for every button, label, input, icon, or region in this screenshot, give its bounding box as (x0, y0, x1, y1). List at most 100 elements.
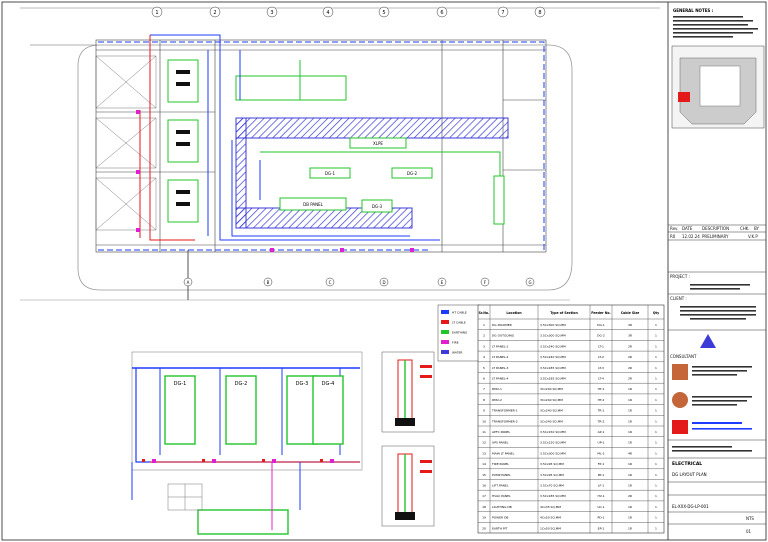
drawing-subtitle: DG LAYOUT PLAN (672, 472, 707, 477)
grid-bubble: 1 (151, 6, 163, 18)
table-cell: RMU-1 (492, 387, 502, 391)
dg-label: DG-1 (174, 381, 187, 387)
table-cell: 1Cx50 SQ.MM (540, 526, 561, 530)
grid-bubble: G (525, 277, 535, 287)
table-cell: 4Cx50 SQ.MM (540, 516, 561, 520)
grid-bubble: D (379, 277, 389, 287)
table-cell: 1R (628, 387, 632, 391)
table-cell: HT-1 (598, 387, 605, 391)
cable-trench-top (235, 117, 509, 139)
table-cell: LIGHTING DB (492, 505, 512, 509)
table-header: Sr.No. (479, 311, 490, 315)
svg-text:CLIENT :: CLIENT : (670, 296, 687, 301)
table-cell: 1 (655, 344, 657, 348)
table-cell: 3.5Cx95 SQ.MM (540, 473, 564, 477)
table-cell: AP-1 (598, 430, 605, 434)
table-cell: 2R (628, 344, 632, 348)
svg-text:6: 6 (440, 10, 443, 16)
table-cell: TR-2 (597, 419, 605, 423)
table-header: Cable Size (621, 311, 640, 315)
svg-text:LT CABLE: LT CABLE (452, 321, 466, 325)
table-header: Type of Section (550, 311, 578, 315)
table-cell: POWER DB (492, 516, 508, 520)
table-cell: LD-1 (598, 505, 605, 509)
key-plan-highlight (678, 92, 690, 102)
table-cell: PD-1 (597, 516, 604, 520)
table-cell: DG OUTGOING (492, 334, 515, 338)
grid-bottom: A B C D E F G (183, 277, 535, 287)
table-cell: 11 (482, 430, 486, 434)
table-cell: 1R (628, 409, 632, 413)
dg-set-markers (176, 70, 190, 206)
table-cell: 3.5Cx300 SQ.MM (540, 334, 566, 338)
table-cell: 3.5Cx185 SQ.MM (540, 377, 566, 381)
firm-logo-4 (672, 420, 688, 434)
table-cell: 8 (483, 398, 485, 402)
drawing-title: ELECTRICAL (672, 461, 702, 467)
table-cell: LT PANEL-3 (492, 366, 509, 370)
table-cell: DG-2 (597, 334, 605, 338)
dg-label: DG-4 (322, 381, 335, 387)
table-cell: DG INCOMER (492, 323, 512, 327)
table-cell: 2 (483, 334, 485, 338)
table-cell: FP-1 (598, 462, 605, 466)
table-cell: 1R (628, 484, 632, 488)
table-cell: 3.5Cx70 SQ.MM (540, 484, 564, 488)
table-cell: LT-2 (598, 355, 604, 359)
table-cell: 4 (483, 355, 485, 359)
table-cell: LT-3 (598, 366, 604, 370)
table-header: Qty (653, 311, 660, 315)
table-cell: 20 (482, 526, 486, 530)
table-cell: 3Cx240 SQ.MM (540, 387, 563, 391)
table-cell: 1 (655, 462, 657, 466)
panel-label: DG-2 (407, 171, 418, 176)
table-cell: 3.5Cx185 SQ.MM (540, 366, 566, 370)
table-cell: LF-1 (598, 484, 604, 488)
title-block: GENERAL NOTES : Rev. DATE DESCRIPTION CH… (668, 8, 766, 534)
building-plan (95, 39, 547, 253)
scale-value: NTS (746, 516, 754, 521)
table-cell: 1 (655, 419, 657, 423)
table-cell: 16 (482, 484, 486, 488)
table-cell: 2R (628, 377, 632, 381)
table-cell: LT-4 (598, 377, 604, 381)
table-cell: 1R (628, 473, 632, 477)
table-cell: TRANSFORMER-1 (491, 409, 518, 413)
table-cell: TR-1 (597, 409, 605, 413)
table-cell: 3R (628, 334, 632, 338)
table-cell: 14 (482, 462, 486, 466)
dg-label: DG-2 (235, 381, 248, 387)
section-details (381, 351, 435, 527)
grid-bubble: 7 (497, 6, 509, 18)
table-cell: 3.5Cx120 SQ.MM (540, 441, 566, 445)
table-cell: HT-2 (598, 398, 605, 402)
table-cell: 3 (483, 344, 485, 348)
table-cell: 1R (628, 462, 632, 466)
table-cell: 18 (482, 505, 486, 509)
dg-sets-plan (167, 59, 199, 223)
grid-bubble: 8 (534, 6, 546, 18)
table-cell: 1 (655, 430, 657, 434)
firm-logo-2 (672, 364, 688, 380)
svg-text:HT CABLE: HT CABLE (452, 311, 467, 315)
svg-text:5: 5 (382, 10, 385, 16)
svg-text:8: 8 (538, 10, 541, 16)
table-cell: 2R (628, 494, 632, 498)
table-cell: 2R (628, 366, 632, 370)
table-cell: APFC PANEL (492, 430, 510, 434)
table-cell: 1 (655, 505, 657, 509)
table-cell: 10 (482, 419, 486, 423)
table-cell: 3.5Cx240 SQ.MM (540, 355, 566, 359)
table-cell: 5 (483, 366, 485, 370)
table-cell: 1 (655, 526, 657, 530)
table-cell: 1 (655, 409, 657, 413)
svg-text:CHK.: CHK. (740, 226, 750, 231)
site-boundary (30, 44, 573, 291)
grid-bubble: E (437, 277, 447, 287)
table-cell: 1R (628, 516, 632, 520)
svg-text:G: G (528, 280, 531, 285)
svg-text:7: 7 (501, 10, 504, 16)
table-cell: LT PANEL-1 (492, 344, 509, 348)
svg-text:4: 4 (326, 10, 329, 16)
svg-text:V.K.P: V.K.P (748, 234, 758, 239)
